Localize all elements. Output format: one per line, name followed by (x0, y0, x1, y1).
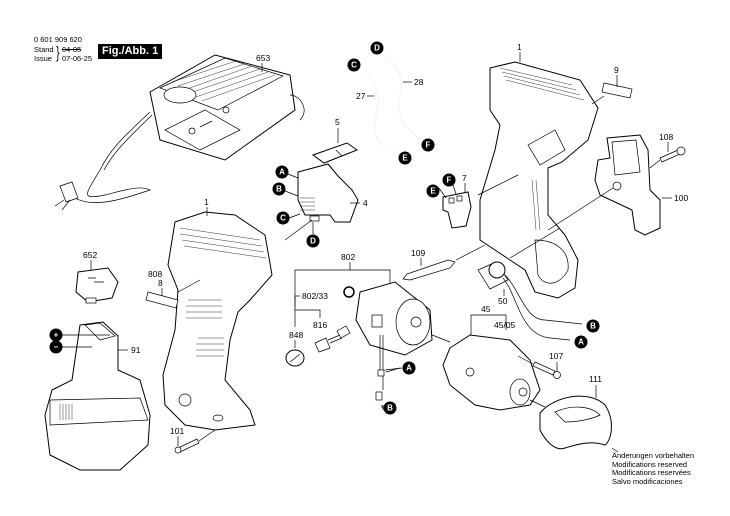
bit[interactable] (402, 259, 456, 281)
connector-marker-f: F (421, 138, 435, 152)
part-label-848: 848 (289, 330, 303, 340)
connector-marker-a: A (574, 335, 588, 349)
connector-marker-a: A (402, 361, 416, 375)
retaining-ring[interactable] (343, 286, 355, 298)
housing-right[interactable] (479, 61, 599, 299)
battery-cap[interactable] (75, 267, 119, 304)
connector-label: A (578, 338, 584, 347)
connector-label: A (406, 364, 412, 373)
switch[interactable] (297, 163, 359, 223)
polarity-label: − (54, 343, 59, 352)
connector-label: E (430, 187, 436, 196)
disclaimer: Änderungen vorbehalten Modifications res… (612, 451, 695, 486)
connector-label: B (276, 185, 282, 194)
part-label-7: 7 (462, 173, 467, 183)
connector-marker-b: B (272, 182, 286, 196)
part-label-108: 108 (659, 132, 673, 142)
part-label-111: 111 (589, 374, 602, 384)
part-label-28: 28 (414, 77, 424, 87)
housing-left[interactable] (162, 211, 273, 431)
document-number: 0 601 909 620 (34, 35, 82, 44)
part-label-109: 109 (411, 248, 425, 258)
part-label-45-05: 45/05 (494, 320, 516, 330)
minus-terminal-icon: − (49, 340, 63, 354)
connector-marker-f: F (442, 173, 456, 187)
connector-marker-e: E (426, 184, 440, 198)
plus-terminal-icon: + (49, 328, 63, 342)
connector-label: B (387, 404, 393, 413)
part-label-808: 808 (148, 269, 162, 279)
part-label-4: 4 (363, 198, 368, 208)
part-label-91: 91 (131, 345, 141, 355)
screw-101[interactable] (174, 438, 200, 454)
cable-28[interactable] (384, 54, 419, 139)
part-label-9: 9 (614, 65, 619, 75)
connector-marker-d: D (306, 234, 320, 248)
connector-marker-c: C (347, 58, 361, 72)
part-label-5: 5 (335, 117, 340, 127)
part-label-802-33: 802/33 (302, 291, 328, 301)
screw-108[interactable] (659, 146, 686, 163)
charger[interactable] (54, 54, 305, 211)
connector-marker-c: C (276, 211, 290, 225)
brush-cap[interactable] (285, 349, 305, 367)
connector-leaders (284, 173, 457, 410)
part-label-1-right: 1 (517, 42, 522, 52)
part-label-100: 100 (674, 193, 688, 203)
cable-27[interactable] (364, 71, 396, 151)
motor-bracket (294, 262, 391, 327)
part-label-1-left: 1 (204, 197, 209, 207)
connector-marker-b: B (586, 319, 600, 333)
connector-marker-d: D (370, 41, 384, 55)
front-cover[interactable] (539, 395, 612, 450)
part-label-50: 50 (498, 296, 508, 306)
part-label-816: 816 (313, 320, 327, 330)
screw-107[interactable] (532, 361, 561, 379)
polarity-label: + (54, 331, 59, 340)
connector-label: E (402, 154, 408, 163)
brace-icon: } (56, 43, 60, 62)
terminal-block[interactable] (442, 191, 472, 229)
connector-marker-e: E (398, 151, 412, 165)
label-sticker-808[interactable] (145, 291, 179, 309)
figure-label: Fig./Abb. 1 (98, 44, 163, 59)
disclaimer-line: Salvo modificaciones (612, 476, 683, 486)
carbon-brush[interactable] (314, 325, 351, 353)
part-label-101: 101 (170, 426, 184, 436)
battery-pack[interactable] (44, 321, 151, 471)
stand-value: 04-05 (62, 45, 82, 54)
part-label-802: 802 (341, 252, 355, 262)
gear-housing[interactable] (442, 334, 546, 411)
part-label-45: 45 (481, 304, 491, 314)
belt-clip[interactable] (594, 134, 661, 236)
connector-label: F (447, 176, 452, 185)
disclaimer-line: Änderungen vorbehalten (612, 451, 695, 460)
connector-label: D (374, 44, 380, 53)
connector-marker-b: B (383, 401, 397, 415)
disclaimer-line: Modifications reservées (612, 468, 691, 478)
stand-label: Stand (34, 45, 54, 54)
led-board[interactable] (477, 261, 583, 341)
part-label-653: 653 (256, 53, 270, 63)
issue-date: 07-06-25 (62, 54, 93, 63)
issue-label: Issue (34, 54, 52, 63)
connector-label: A (279, 168, 285, 177)
switch-cover[interactable] (311, 142, 359, 164)
nameplate[interactable] (601, 82, 633, 99)
connector-label: F (426, 141, 431, 150)
motor[interactable] (355, 281, 451, 408)
part-label-107: 107 (549, 351, 563, 361)
disclaimer-line: Modifications reserved (612, 459, 688, 469)
connector-label: D (310, 237, 316, 246)
part-label-27: 27 (356, 91, 366, 101)
connector-marker-a: A (275, 165, 289, 179)
connector-label: C (351, 61, 357, 70)
connector-label: C (280, 214, 286, 223)
part-label-652: 652 (83, 250, 97, 260)
part-label-8: 8 (158, 278, 163, 288)
connector-label: B (590, 322, 596, 331)
